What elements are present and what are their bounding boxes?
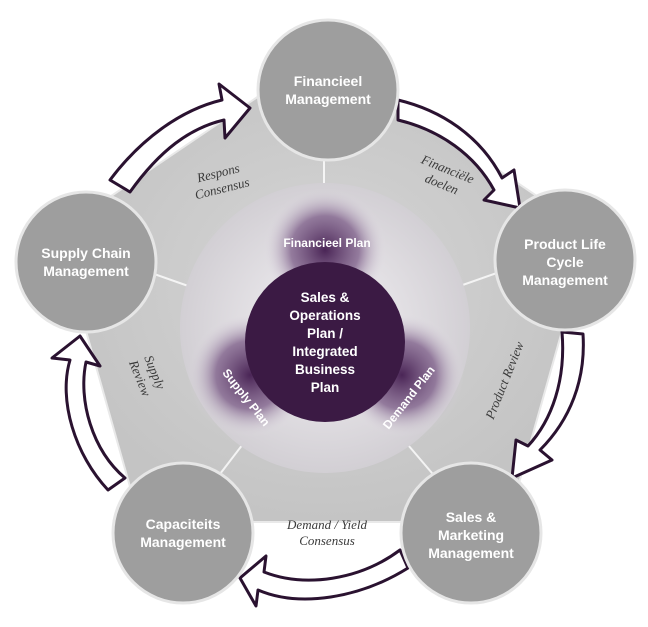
cycle-arrows	[50, 82, 585, 608]
arrow-plc-to-sales	[510, 330, 585, 480]
arrow-capaciteit-to-supply	[50, 334, 127, 492]
arrow-sales-to-capaciteit	[238, 548, 410, 608]
node-financieel	[256, 18, 400, 162]
arrow-supply-to-financieel	[108, 82, 252, 194]
node-sales	[399, 461, 543, 605]
node-supply-chain	[14, 190, 158, 334]
outer-nodes	[14, 18, 637, 605]
node-capaciteit	[111, 461, 255, 605]
plan-label-financieel: Financieel Plan	[283, 236, 370, 250]
arrow-financieel-to-plc	[396, 98, 522, 210]
node-plc	[493, 188, 637, 332]
core-circle	[245, 262, 405, 422]
